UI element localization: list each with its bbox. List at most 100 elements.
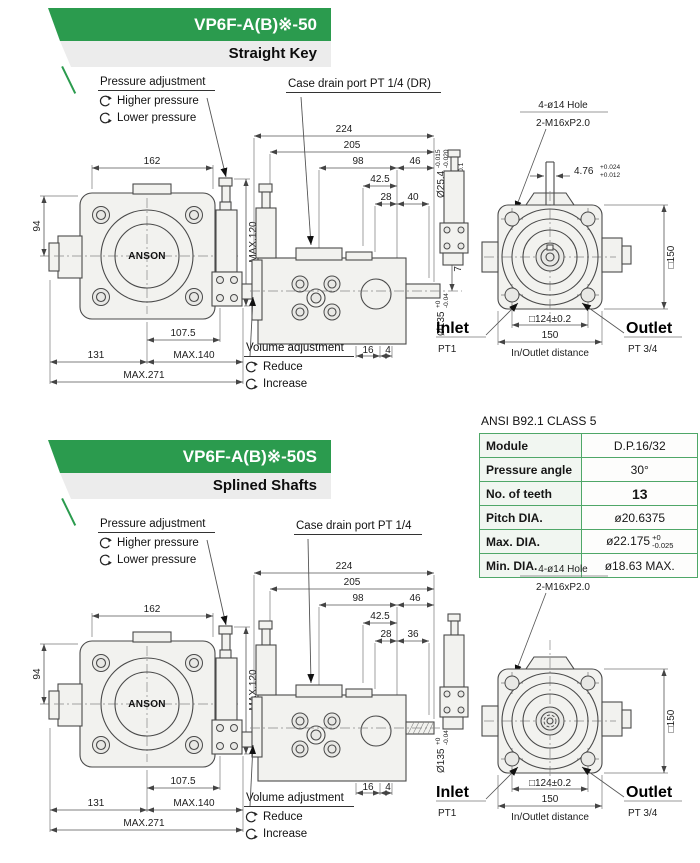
case-drain-callout-2: Case drain port PT 1/4 xyxy=(294,520,422,535)
volume-adjustment-callout-1: Volume adjustment Reduce Increase xyxy=(244,342,354,391)
dia-135-label: Ø135 +0 -0.04 xyxy=(435,293,450,336)
svg-text:+0: +0 xyxy=(435,737,442,745)
lower-pressure-row: Lower pressure xyxy=(98,111,215,125)
dim-max120: MAX.120 xyxy=(248,221,259,263)
svg-text:-0.04: -0.04 xyxy=(443,293,450,308)
banner-tail xyxy=(61,498,77,526)
outlet-port: PT 3/4 xyxy=(628,344,658,355)
dim-bolt-square: □124±0.2 xyxy=(529,314,572,325)
flange xyxy=(481,191,632,323)
pump-side-view-2: 224 205 98 46 42.5 28 36 Ø135 +0 -0.04 ø… xyxy=(250,561,464,796)
inlet-port: PT1 xyxy=(438,344,457,355)
dim-77: 77 xyxy=(453,260,464,272)
svg-text:-0.020: -0.020 xyxy=(443,149,450,168)
higher-pressure-label: Higher pressure xyxy=(117,537,199,549)
svg-text:-0.1: -0.1 xyxy=(458,162,465,174)
section1-model-title: VP6F-A(B)※-50 xyxy=(48,8,331,41)
cw-rotation-icon xyxy=(99,95,112,107)
table-row: Min. DIA.ø18.63 MAX. xyxy=(478,553,698,578)
dim-224: 224 xyxy=(336,561,353,572)
dim-28: 28 xyxy=(380,629,392,640)
dim-36: 36 xyxy=(407,629,419,640)
volume-adjustment-callout-2: Volume adjustment Reduce Increase xyxy=(244,792,354,841)
dim-150: 150 xyxy=(542,794,559,805)
increase-label: Increase xyxy=(263,378,308,390)
ccw-rotation-icon xyxy=(245,378,258,390)
volume-adjustment-label: Volume adjustment xyxy=(244,342,354,357)
dim-98: 98 xyxy=(352,156,364,167)
reduce-label: Reduce xyxy=(263,811,303,823)
svg-text:+0.024: +0.024 xyxy=(600,164,620,171)
dim-max140: MAX.140 xyxy=(173,798,215,809)
section2-model-title: VP6F-A(B)※-50S xyxy=(48,440,331,473)
cw-rotation-icon xyxy=(245,811,258,823)
pressure-adjustment-label: Pressure adjustment xyxy=(98,518,216,533)
lower-pressure-label: Lower pressure xyxy=(117,554,197,566)
higher-pressure-row: Higher pressure xyxy=(98,536,215,550)
dim-max120: MAX.120 xyxy=(248,669,259,711)
reduce-row: Reduce xyxy=(244,810,354,824)
dim-sq150: □150 xyxy=(666,709,677,732)
case-drain-label: Case drain port PT 1/4 xyxy=(294,520,422,535)
thread-label: 2-M16xP2.0 xyxy=(536,118,590,129)
port-labels: Inlet PT1 Outlet PT 3/4 xyxy=(436,302,682,355)
section2-header: VP6F-A(B)※-50S Splined Shafts xyxy=(35,440,331,526)
pressure-adjustment-callout-1: Pressure adjustment Higher pressure Lowe… xyxy=(98,76,216,125)
inoutlet-distance-label: In/Outlet distance xyxy=(511,348,589,359)
outlet-label: Outlet xyxy=(626,784,673,801)
reduce-row: Reduce xyxy=(244,360,354,374)
dim-131: 131 xyxy=(88,798,105,809)
dim-107-5: 107.5 xyxy=(170,776,195,787)
inlet-port: PT1 xyxy=(438,808,457,819)
key-width: 4.76 xyxy=(574,166,594,177)
pressure-adjustment-label: Pressure adjustment xyxy=(98,76,216,91)
banner-tail xyxy=(61,66,77,94)
increase-label: Increase xyxy=(263,828,308,840)
pressure-adjustment-callout-2: Pressure adjustment Higher pressure Lowe… xyxy=(98,518,216,567)
dim-162: 162 xyxy=(144,156,161,167)
svg-text:Ø25.4: Ø25.4 xyxy=(436,170,447,198)
dim-max140: MAX.140 xyxy=(173,350,215,361)
pump-body xyxy=(250,183,462,345)
pump-top-view-2: 162 94 MAX.120 107.5 131 MAX.140 MAX.271… xyxy=(32,604,259,833)
dim-16: 16 xyxy=(362,345,374,356)
outlet-label: Outlet xyxy=(626,320,673,337)
dim-162: 162 xyxy=(144,604,161,615)
spline-bore xyxy=(543,714,557,728)
dim-28: 28 xyxy=(380,192,392,203)
table-row: Max. DIA. ø22.175+0-0.025 xyxy=(478,529,698,554)
table-row: Pitch DIA.ø20.6375 xyxy=(478,505,698,530)
svg-text:Ø135: Ø135 xyxy=(436,311,447,336)
inoutlet-distance-label: In/Outlet distance xyxy=(511,812,589,823)
ccw-rotation-icon xyxy=(245,828,258,840)
dim-42-5: 42.5 xyxy=(370,174,390,185)
section1-shaft-type: Straight Key xyxy=(60,41,331,67)
anson-logo: ANSON xyxy=(128,251,166,262)
outlet-port: PT 3/4 xyxy=(628,808,658,819)
lower-pressure-label: Lower pressure xyxy=(117,112,197,124)
volume-adjustment-label: Volume adjustment xyxy=(244,792,354,807)
ccw-rotation-icon xyxy=(99,554,112,566)
dia-25-4-label: Ø25.4 -0.015 -0.020 xyxy=(435,149,450,198)
increase-row: Increase xyxy=(244,377,354,391)
dim-224: 224 xyxy=(336,124,353,135)
pump-body: ANSON xyxy=(48,625,254,768)
svg-text:-0.04: -0.04 xyxy=(443,730,450,745)
inlet-label: Inlet xyxy=(436,320,470,337)
thread-label: 2-M16xP2.0 xyxy=(536,582,590,593)
dimensions: □150 □124±0.2 150 In/Outlet distance xyxy=(497,668,677,823)
dim-131: 131 xyxy=(88,350,105,361)
pump-body: ANSON xyxy=(48,177,254,320)
lower-pressure-row: Lower pressure xyxy=(98,553,215,567)
dim-4: 4 xyxy=(385,345,391,356)
svg-text:+0.012: +0.012 xyxy=(600,172,620,179)
relief-valve xyxy=(439,613,469,730)
svg-text:Ø135: Ø135 xyxy=(436,748,447,773)
pump-body xyxy=(250,620,462,782)
dim-max271: MAX.271 xyxy=(123,818,165,829)
dimensions: 162 94 MAX.120 107.5 131 MAX.140 MAX.271 xyxy=(32,604,259,833)
dimensions: 224 205 98 46 42.5 28 40 Ø25.4 -0.015 -0… xyxy=(254,124,465,359)
dim-max271: MAX.271 xyxy=(123,370,165,381)
